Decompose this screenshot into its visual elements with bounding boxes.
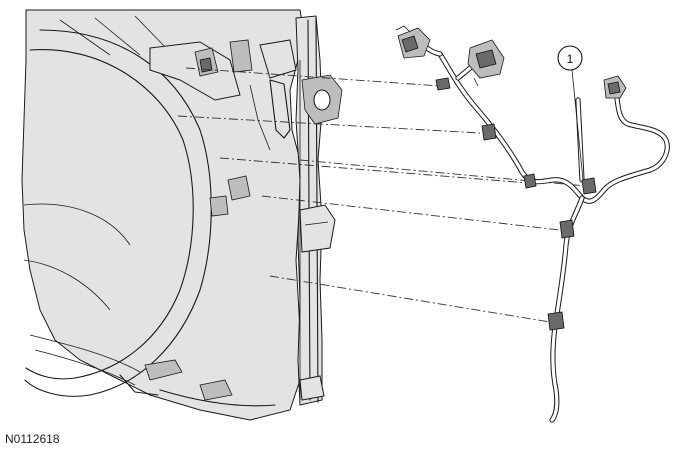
connector-middle <box>467 39 505 87</box>
fan-shroud-panel <box>21 9 303 421</box>
upper-shroud-details <box>149 39 297 217</box>
callout-number: 1 <box>567 52 574 66</box>
figure-reference-code: N0112618 <box>5 432 60 446</box>
radiator-support-upright <box>295 15 343 406</box>
connector-left <box>395 25 431 59</box>
callout-1: 1 <box>557 45 584 181</box>
wiring-harness <box>417 39 670 423</box>
connector-right <box>603 75 627 99</box>
